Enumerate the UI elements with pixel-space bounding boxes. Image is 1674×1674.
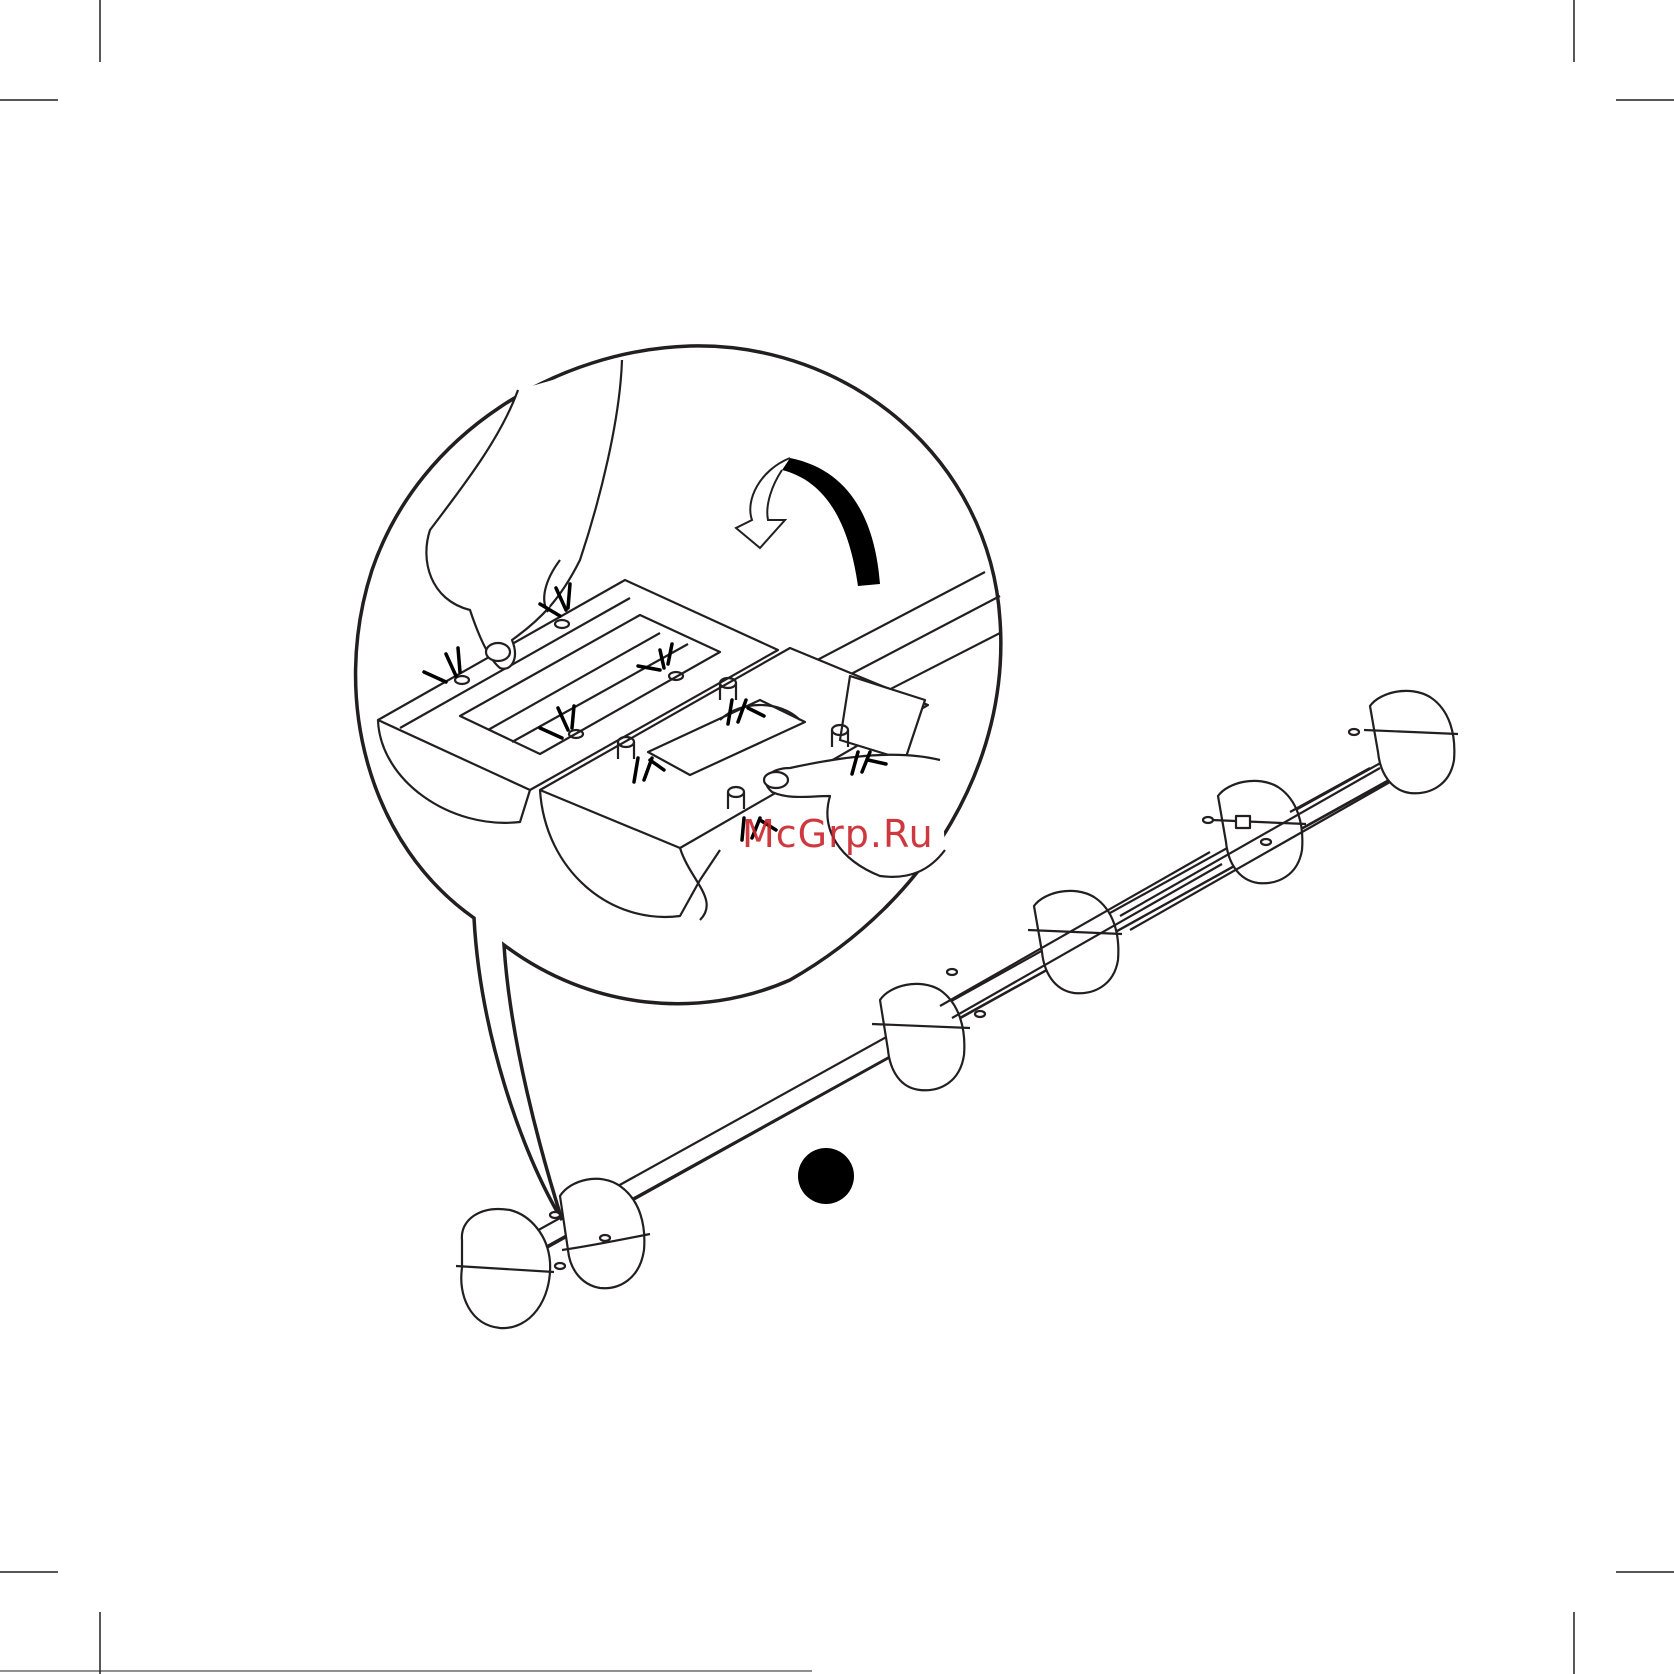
step-marker — [798, 1148, 854, 1204]
watermark-text: McGrp.Ru — [742, 812, 934, 856]
